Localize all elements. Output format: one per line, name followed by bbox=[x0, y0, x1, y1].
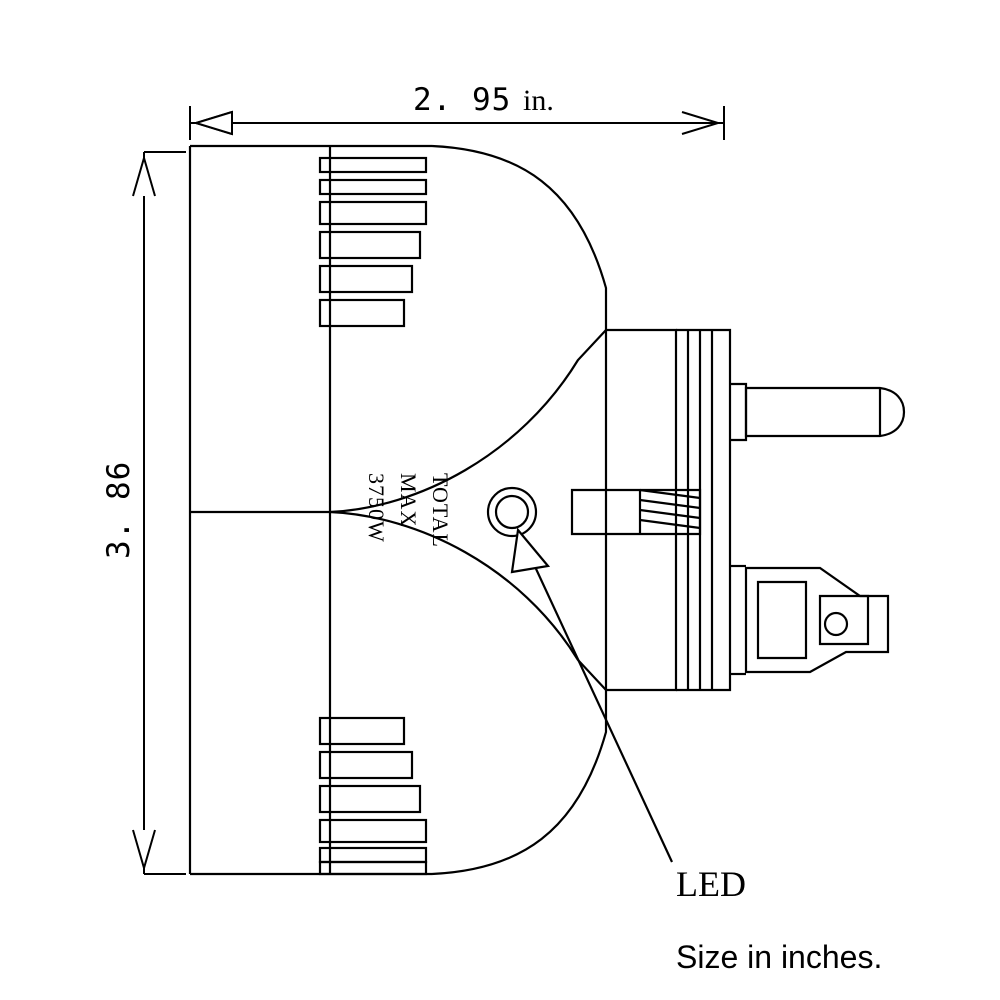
height-dimension-value: 3. 86 bbox=[101, 460, 137, 559]
adapter-outline bbox=[188, 144, 732, 876]
body-marking-max: MAX bbox=[396, 473, 421, 528]
width-dimension-unit: in. bbox=[523, 84, 554, 117]
left-dimension-line bbox=[132, 151, 186, 875]
width-dimension-value: 2. 95 bbox=[413, 82, 512, 118]
lower-vent-slots bbox=[318, 716, 428, 876]
led-indicator bbox=[486, 486, 538, 538]
upper-vent-slots bbox=[318, 156, 428, 328]
body-marking-wattage: 3750W bbox=[364, 473, 389, 543]
led-callout-label: LED bbox=[676, 864, 746, 904]
size-units-note: Size in inches. bbox=[676, 939, 883, 975]
top-dimension-line bbox=[189, 106, 725, 140]
plug-prongs bbox=[570, 382, 906, 676]
body-marking-total: TOTAL bbox=[428, 473, 453, 548]
led-leader-line bbox=[510, 527, 673, 863]
